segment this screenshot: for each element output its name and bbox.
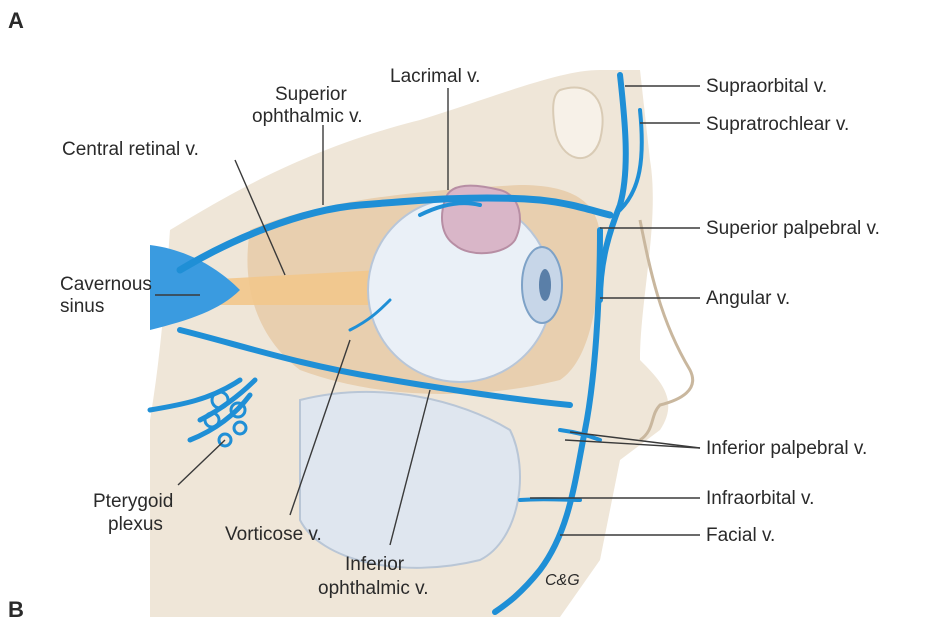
label-facial: Facial v. [706,525,775,546]
label-superior-ophthalmic-2: ophthalmic v. [252,106,363,127]
label-central-retinal: Central retinal v. [62,139,199,160]
label-vorticose: Vorticose v. [225,524,322,545]
label-infraorbital: Infraorbital v. [706,488,814,509]
label-cavernous-1: Cavernous [60,274,152,295]
label-lacrimal: Lacrimal v. [390,66,480,87]
label-superior-ophthalmic-1: Superior [275,84,347,105]
panel-label-a: A [8,8,24,33]
artist-signature: C&G [545,572,580,589]
label-angular: Angular v. [706,288,790,309]
label-cavernous-2: sinus [60,296,104,317]
label-inferior-ophthalmic-2: ophthalmic v. [318,578,429,599]
label-supratrochlear: Supratrochlear v. [706,114,849,135]
label-inferior-palpebral: Inferior palpebral v. [706,438,867,459]
infraorbital-vein [520,499,580,500]
label-pterygoid-1: Pterygoid [93,491,173,512]
label-pterygoid-2: plexus [108,514,163,535]
label-superior-palpebral: Superior palpebral v. [706,218,880,239]
label-inferior-ophthalmic-1: Inferior [345,554,405,575]
label-supraorbital: Supraorbital v. [706,76,827,97]
maxillary-sinus [300,392,520,568]
panel-label-b: B [8,597,24,617]
pupil [539,269,551,301]
